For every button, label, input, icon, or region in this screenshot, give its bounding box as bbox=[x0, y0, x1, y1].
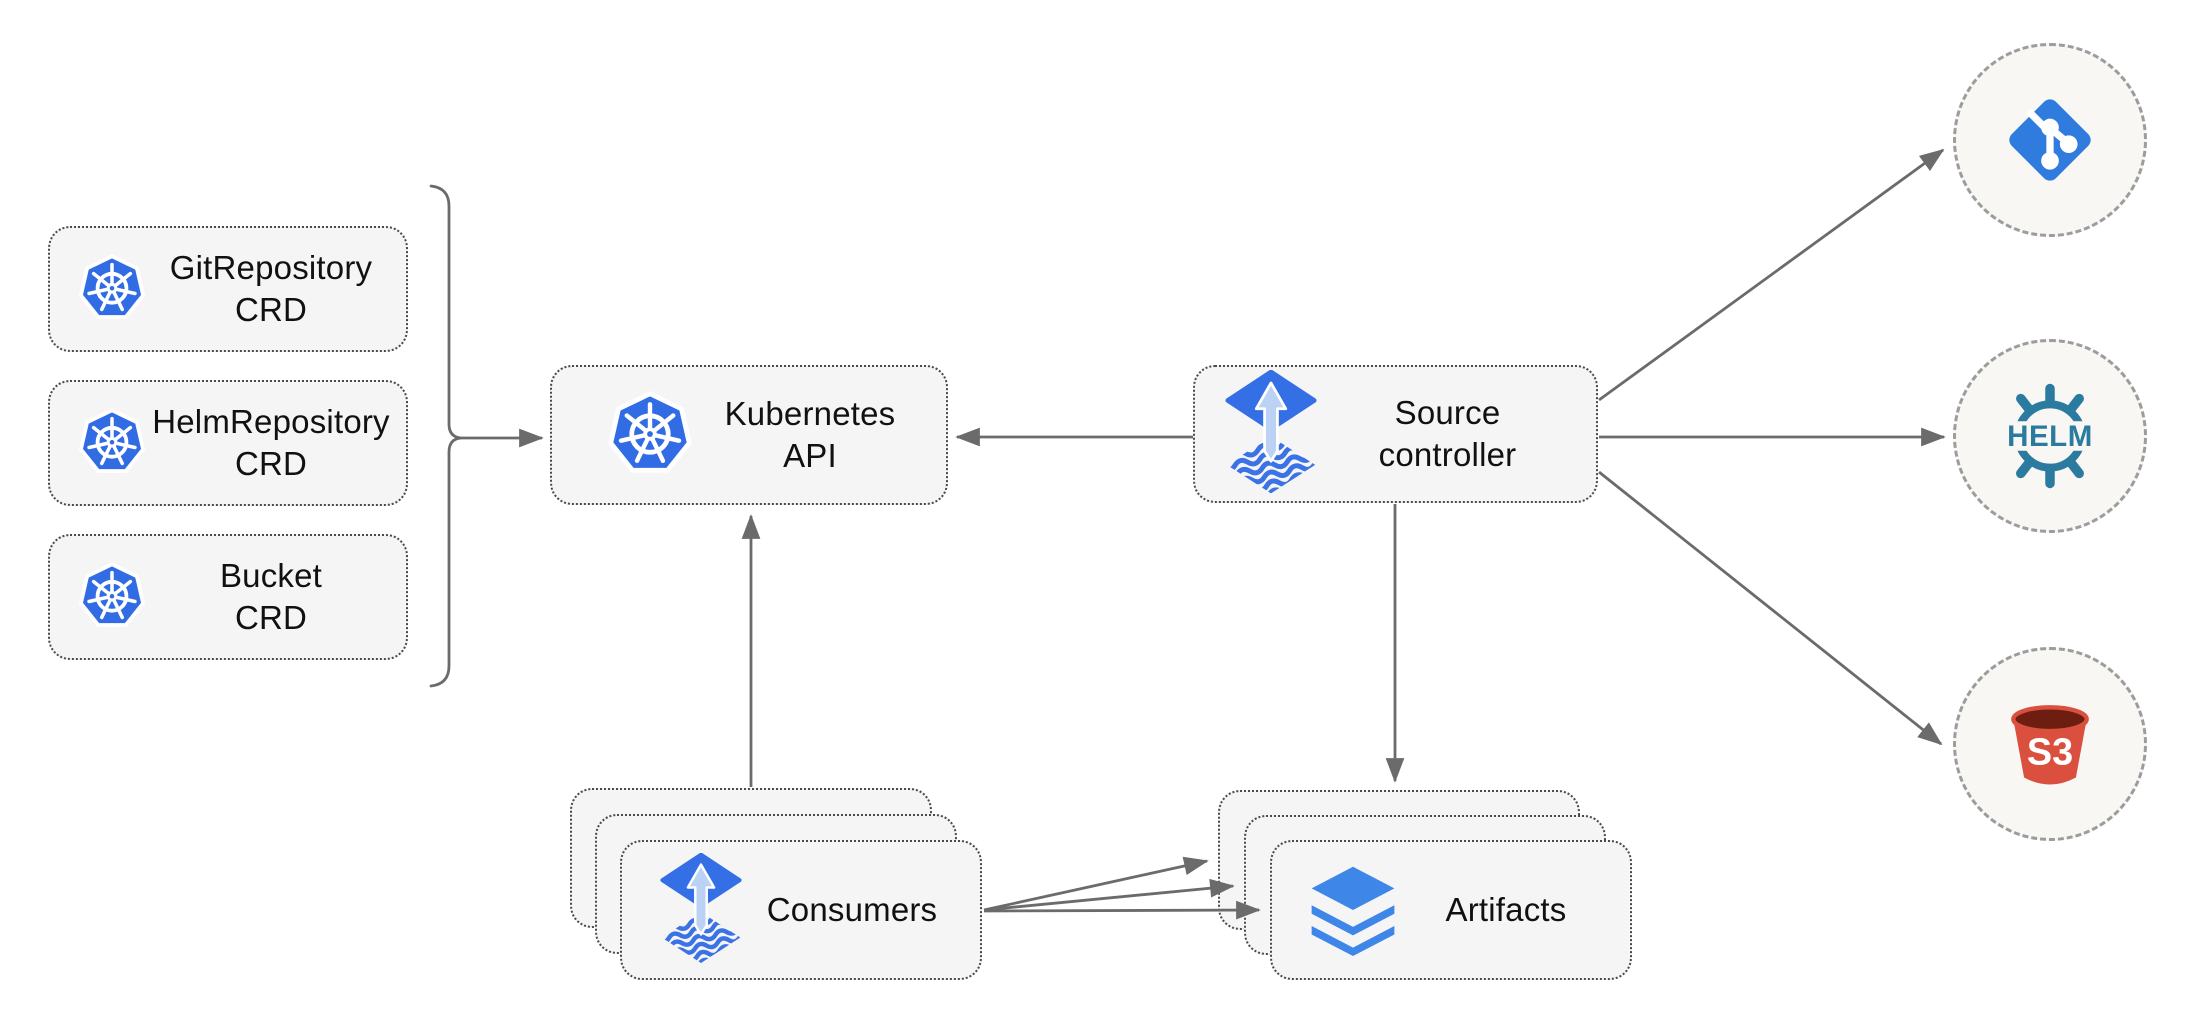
node-consumers: Consumers bbox=[620, 840, 982, 980]
edge-source-to-s3 bbox=[1598, 470, 1943, 746]
gitrepository-crd-label: GitRepository CRD bbox=[169, 248, 373, 328]
s3-source-circle: S3 bbox=[1953, 647, 2147, 841]
artifacts-label: Artifacts bbox=[1445, 890, 1567, 928]
helm-source-circle: HELM bbox=[1953, 339, 2147, 533]
flux-icon bbox=[660, 852, 742, 963]
kubernetes-icon bbox=[608, 391, 692, 473]
kubernetes-icon bbox=[79, 408, 145, 473]
git-icon bbox=[2009, 99, 2091, 181]
helmrepository-crd-label: HelmRepository CRD bbox=[152, 402, 390, 482]
node-source-controller: Source controller bbox=[1193, 365, 1598, 503]
source-controller-label: Source controller bbox=[1378, 393, 1517, 473]
node-kubernetes-api: Kubernetes API bbox=[550, 365, 948, 505]
s3-text: S3 bbox=[2027, 732, 2073, 774]
crd-group-brace bbox=[429, 184, 462, 688]
kubernetes-icon bbox=[79, 562, 145, 627]
node-bucket-crd: Bucket CRD bbox=[48, 534, 408, 660]
helm-icon: HELM bbox=[1993, 383, 2107, 489]
layers-icon bbox=[1311, 866, 1395, 957]
kubernetes-api-label: Kubernetes API bbox=[724, 394, 896, 474]
git-source-circle bbox=[1953, 43, 2147, 237]
consumers-label: Consumers bbox=[766, 890, 938, 928]
edge-source-to-git bbox=[1598, 148, 1945, 402]
helm-text: HELM bbox=[2007, 420, 2093, 453]
s3-bucket-icon: S3 bbox=[2011, 705, 2089, 785]
node-helmrepository-crd: HelmRepository CRD bbox=[48, 380, 408, 506]
node-artifacts: Artifacts bbox=[1270, 840, 1632, 980]
kubernetes-icon bbox=[79, 254, 145, 319]
bucket-crd-label: Bucket CRD bbox=[219, 556, 323, 636]
flux-icon bbox=[1225, 369, 1317, 493]
node-gitrepository-crd: GitRepository CRD bbox=[48, 226, 408, 352]
edge-consumers-to-artifact-back bbox=[983, 856, 1209, 912]
edge-consumers-to-artifact-mid bbox=[983, 878, 1235, 912]
